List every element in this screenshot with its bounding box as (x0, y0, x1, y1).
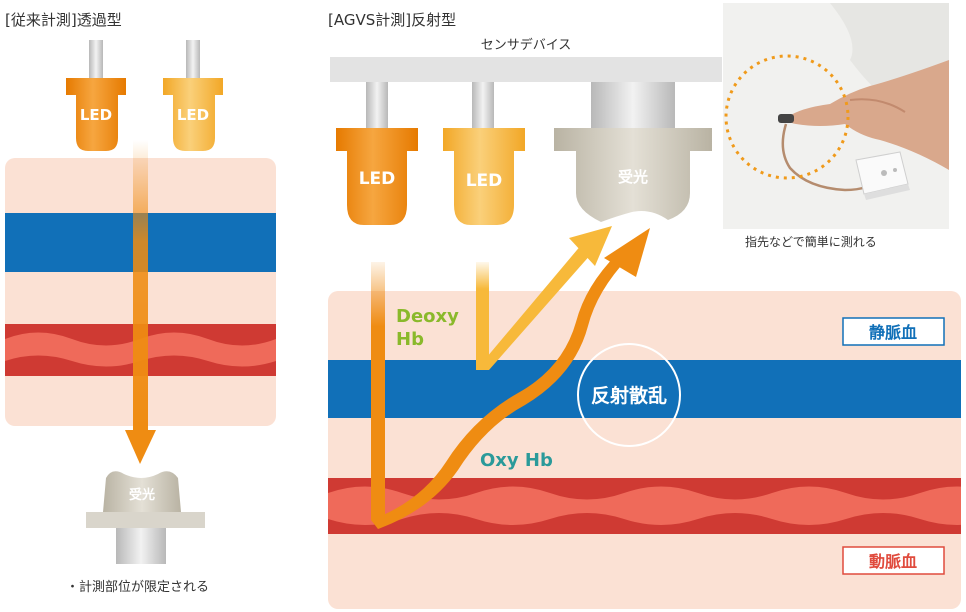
left-led-2-label: LED (177, 106, 209, 124)
left-led-1 (66, 40, 126, 151)
oxy-path-arrow (371, 228, 650, 529)
right-artery-wave (328, 486, 961, 525)
left-led-2 (163, 40, 223, 151)
scatter-circle (577, 343, 681, 447)
photo-dashed-circle (724, 54, 850, 180)
artery-label: 動脈血 (869, 552, 917, 571)
right-led-2-label: LED (466, 171, 503, 191)
left-led-1-label: LED (80, 106, 112, 124)
vein-label: 静脈血 (869, 323, 917, 342)
right-receiver-label: 受光 (618, 168, 648, 186)
deoxy-label-line1: Deoxy (396, 306, 459, 327)
artery-label-box (842, 546, 945, 575)
right-receiver (554, 82, 712, 222)
right-led-1 (336, 82, 418, 225)
right-led-1-label: LED (359, 169, 396, 189)
right-led-2 (443, 82, 525, 225)
sensor-label: センサデバイス (481, 37, 572, 53)
left-receiver (86, 471, 205, 564)
left-note: ・計測部位が限定される (66, 579, 209, 595)
deoxy-path-arrow (476, 226, 612, 370)
left-transmit-arrow (125, 140, 156, 464)
deoxy-label-line2: Hb (396, 329, 424, 350)
sensor-bar (330, 57, 722, 82)
scatter-label: 反射散乱 (591, 384, 667, 407)
right-vein-band (328, 360, 961, 418)
right-title: [AGVS計測]反射型 (328, 11, 456, 29)
left-receiver-label: 受光 (129, 487, 155, 503)
oxy-label: Oxy Hb (480, 450, 553, 471)
vein-label-box (842, 317, 945, 346)
photo-illustration (723, 3, 949, 229)
photo-caption: 指先などで簡単に測れる (745, 234, 877, 249)
left-title: [従来計測]透過型 (5, 11, 122, 29)
